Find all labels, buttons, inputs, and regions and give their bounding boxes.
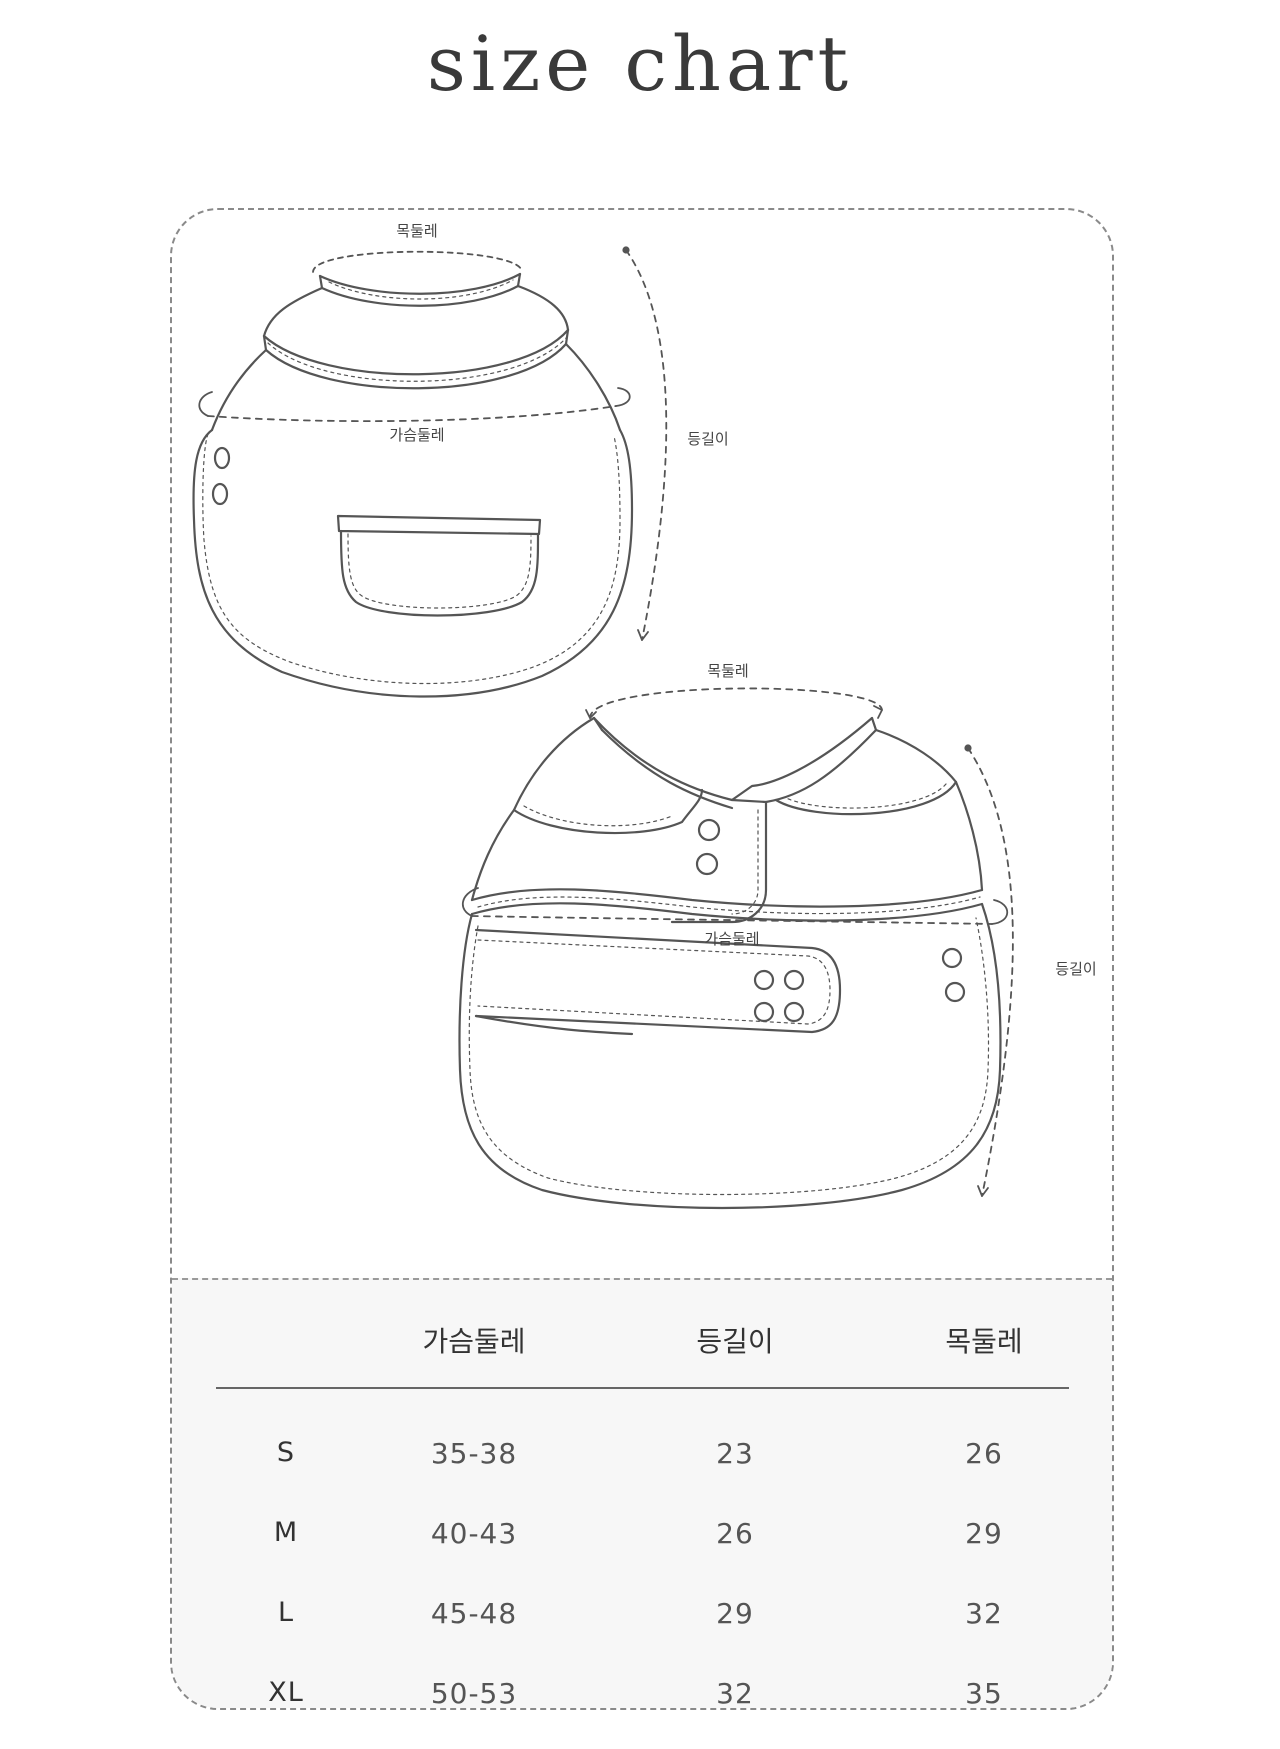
cell-back-length: 32 [716, 1677, 754, 1710]
size-table: 가슴둘레 등길이 목둘레 S 35-38 23 26 M 40-43 26 29… [172, 1278, 1112, 1710]
cell-size: M [273, 1517, 299, 1548]
back-back-length-label: 등길이 [1055, 960, 1096, 978]
header-neck: 목둘레 [945, 1325, 1023, 1358]
garment-diagram: 목둘레 가슴둘레 등길이 목둘레 가슴둘레 등길이 [172, 210, 1112, 1278]
back-garment-drawing [458, 687, 1014, 1210]
cell-size: S [276, 1437, 296, 1468]
cell-chest: 40-43 [430, 1517, 518, 1550]
table-row: XL 50-53 32 35 [172, 1657, 1112, 1710]
front-garment-drawing [192, 246, 668, 698]
cell-neck: 29 [965, 1517, 1003, 1550]
cell-size: L [277, 1597, 295, 1628]
page-title: size chart [426, 19, 854, 108]
back-neck-label: 목둘레 [707, 662, 748, 680]
cell-back-length: 29 [716, 1597, 754, 1630]
cell-back-length: 26 [716, 1517, 754, 1550]
cell-chest: 45-48 [430, 1597, 518, 1630]
table-header: 가슴둘레 등길이 목둘레 [172, 1280, 1112, 1390]
table-row: L 45-48 29 32 [172, 1577, 1112, 1657]
front-neck-label: 목둘레 [396, 222, 437, 240]
cell-neck: 26 [965, 1437, 1003, 1470]
front-back-length-label: 등길이 [687, 430, 728, 448]
garment-drawings: 목둘레 가슴둘레 등길이 목둘레 가슴둘레 등길이 [192, 222, 1097, 1210]
cell-chest: 50-53 [430, 1677, 518, 1710]
front-chest-label: 가슴둘레 [389, 426, 444, 444]
cell-size: XL [268, 1677, 304, 1708]
table-row: M 40-43 26 29 [172, 1497, 1112, 1577]
size-chart-card: 목둘레 가슴둘레 등길이 목둘레 가슴둘레 등길이 가슴둘레 등길이 목둘레 S… [170, 208, 1114, 1710]
header-chest: 가슴둘레 [422, 1325, 526, 1358]
header-back-length: 등길이 [696, 1325, 774, 1358]
table-row: S 35-38 23 26 [172, 1417, 1112, 1497]
cell-chest: 35-38 [430, 1437, 518, 1470]
cell-neck: 35 [965, 1677, 1003, 1710]
header-divider [216, 1387, 1069, 1389]
cell-back-length: 23 [716, 1437, 754, 1470]
back-chest-label: 가슴둘레 [704, 930, 759, 948]
cell-neck: 32 [965, 1597, 1003, 1630]
